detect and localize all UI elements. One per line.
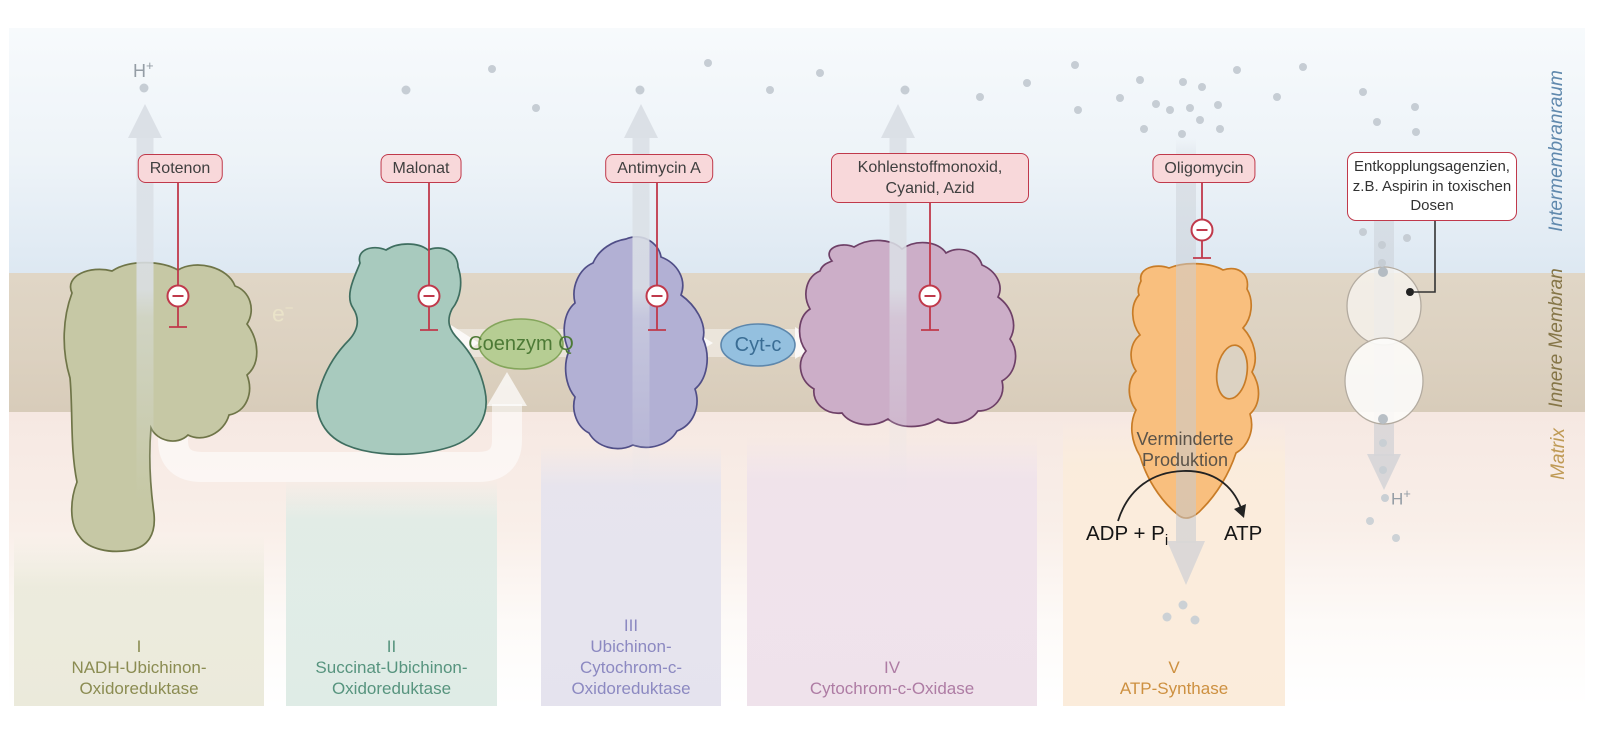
inhibitor-label-oligomycin: Oligomycin — [1152, 154, 1256, 183]
coq-up-arrowhead — [487, 372, 527, 406]
inhibitor-label-co-cyanid-azid: Kohlenstoffmonoxid, Cyanid, Azid — [831, 153, 1029, 203]
oligomycin-connector — [1190, 183, 1214, 259]
uncoupler-pointer — [1406, 219, 1436, 296]
complex-iii-caption: III Ubichinon- Cytochrom-c- Oxidoredukta… — [571, 616, 691, 698]
complex-i-to-coq-arrow — [158, 404, 522, 482]
complex-i-proton-band — [136, 136, 154, 500]
complex-v-caption: V ATP-Synthase — [1119, 658, 1229, 698]
cyt-c-ellipse — [720, 323, 796, 367]
complex-iv-up-arrowhead — [881, 104, 915, 138]
adp-pi-label: ADP + Pi — [1086, 522, 1169, 550]
rotenon-connector — [166, 183, 190, 328]
reduced-production-label: Verminderte Produktion — [1136, 429, 1234, 470]
proton-dots-channel — [1366, 267, 1400, 542]
complex-ii-caption: II Succinat-Ubichinon- Oxidoreduktase — [315, 637, 468, 698]
inhibitor-connectors — [166, 183, 1214, 331]
proton-dots-matrix — [1162, 600, 1200, 625]
protein-complexes — [63, 236, 1260, 553]
complex-i-panel — [14, 535, 264, 706]
electron-label: e− — [272, 300, 294, 327]
channel-lower-ellipse — [1344, 337, 1424, 425]
antimycin-connector — [645, 183, 669, 331]
atp-label: ATP — [1224, 522, 1263, 545]
cyt-c-label: Cyt-c — [734, 334, 782, 356]
uncoupling-channel — [1344, 266, 1424, 425]
channel-upper-ellipse — [1346, 266, 1422, 346]
complex-v-hole — [1215, 344, 1249, 400]
coenzym-q-ellipse — [478, 318, 564, 370]
co-cyanid-azid-connector — [918, 200, 942, 331]
complex-iv-shape — [798, 239, 1017, 428]
malonat-connector — [417, 183, 441, 331]
inhibitor-label-malonat: Malonat — [380, 154, 462, 183]
inhibitor-label-entkopplung: Entkopplungsagenzien, z.B. Aspirin in to… — [1347, 152, 1517, 221]
proton-label-bottom: H+ — [1391, 486, 1411, 509]
atp-synthase-proton-band — [1176, 138, 1196, 543]
complex-i-caption: I NADH-Ubichinon- Oxidoreduktase — [71, 637, 207, 698]
complex-iii-proton-band — [632, 136, 650, 500]
complex-i-up-arrowhead — [128, 104, 162, 138]
complex-ii-shape — [316, 243, 487, 456]
complex-ii-panel — [286, 480, 497, 706]
inhibitor-label-rotenon: Rotenon — [137, 154, 223, 183]
proton-dots-top — [139, 59, 1420, 267]
proton-flow-arrows — [128, 104, 1401, 585]
complex-iv-proton-band — [889, 136, 907, 500]
intermembrane-space-zone — [9, 28, 1585, 273]
complex-iii-panel — [541, 445, 721, 706]
complex-iii-up-arrowhead — [624, 104, 658, 138]
complex-i-shape — [63, 261, 258, 553]
inhibitor-label-antimycin: Antimycin A — [605, 154, 713, 183]
atp-synthase-down-arrowhead — [1167, 541, 1205, 585]
proton-label-top: H+ — [133, 58, 154, 81]
coenzym-q-label: Coenzym Q — [468, 333, 574, 355]
adp-atp-arrow — [1117, 470, 1246, 522]
complex-iv-caption: IV Cytochrom-c-Oxidase — [809, 658, 975, 698]
region-label-matrix: Matrix — [1548, 428, 1569, 480]
